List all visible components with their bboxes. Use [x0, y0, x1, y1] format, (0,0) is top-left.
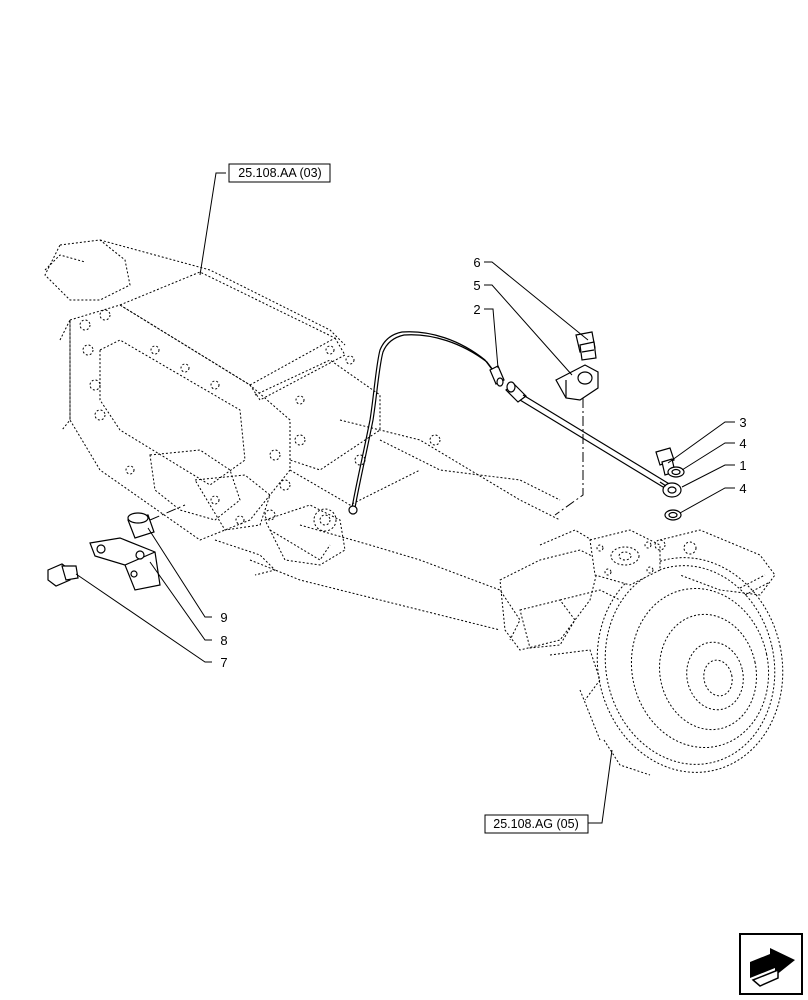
part-2-fitting: [489, 365, 505, 387]
part-1-pipe: [505, 381, 682, 498]
part-8-bracket: [89, 537, 161, 591]
reference-box-top[interactable]: 25.108.AA (03): [228, 163, 331, 183]
axle-housing-ghost: [44, 239, 621, 701]
part-9-spacer: [127, 512, 155, 539]
part-6-bolt: [575, 331, 597, 361]
callout-6[interactable]: 6: [473, 255, 480, 270]
callout-8[interactable]: 8: [220, 633, 227, 648]
wheel-hub-ghost: [579, 529, 784, 776]
part-4-washer-top: [667, 466, 685, 478]
assembly-axis-line: [554, 398, 584, 516]
callout-1[interactable]: 1: [739, 458, 746, 473]
reference-box-bottom[interactable]: 25.108.AG (05): [484, 814, 589, 834]
bracket-axis-line: [149, 504, 186, 521]
next-page-arrow-icon[interactable]: [739, 933, 803, 995]
leader-lines: [75, 172, 735, 824]
callout-7[interactable]: 7: [220, 655, 227, 670]
part-7-bolt: [47, 563, 79, 587]
reference-label-top: 25.108.AA (03): [238, 166, 321, 180]
callout-9[interactable]: 9: [220, 610, 227, 625]
callout-labels: 6 5 2 3 4 1 4 9 8 7: [220, 255, 746, 670]
grease-pipe: [348, 331, 497, 515]
callout-4-top[interactable]: 4: [739, 436, 746, 451]
callout-5[interactable]: 5: [473, 278, 480, 293]
callout-4-bottom[interactable]: 4: [739, 481, 746, 496]
part-4-washer-bottom: [664, 509, 682, 521]
reference-label-bottom: 25.108.AG (05): [493, 817, 578, 831]
callout-3[interactable]: 3: [739, 415, 746, 430]
callout-2[interactable]: 2: [473, 302, 480, 317]
part-5-clamp: [555, 364, 599, 401]
